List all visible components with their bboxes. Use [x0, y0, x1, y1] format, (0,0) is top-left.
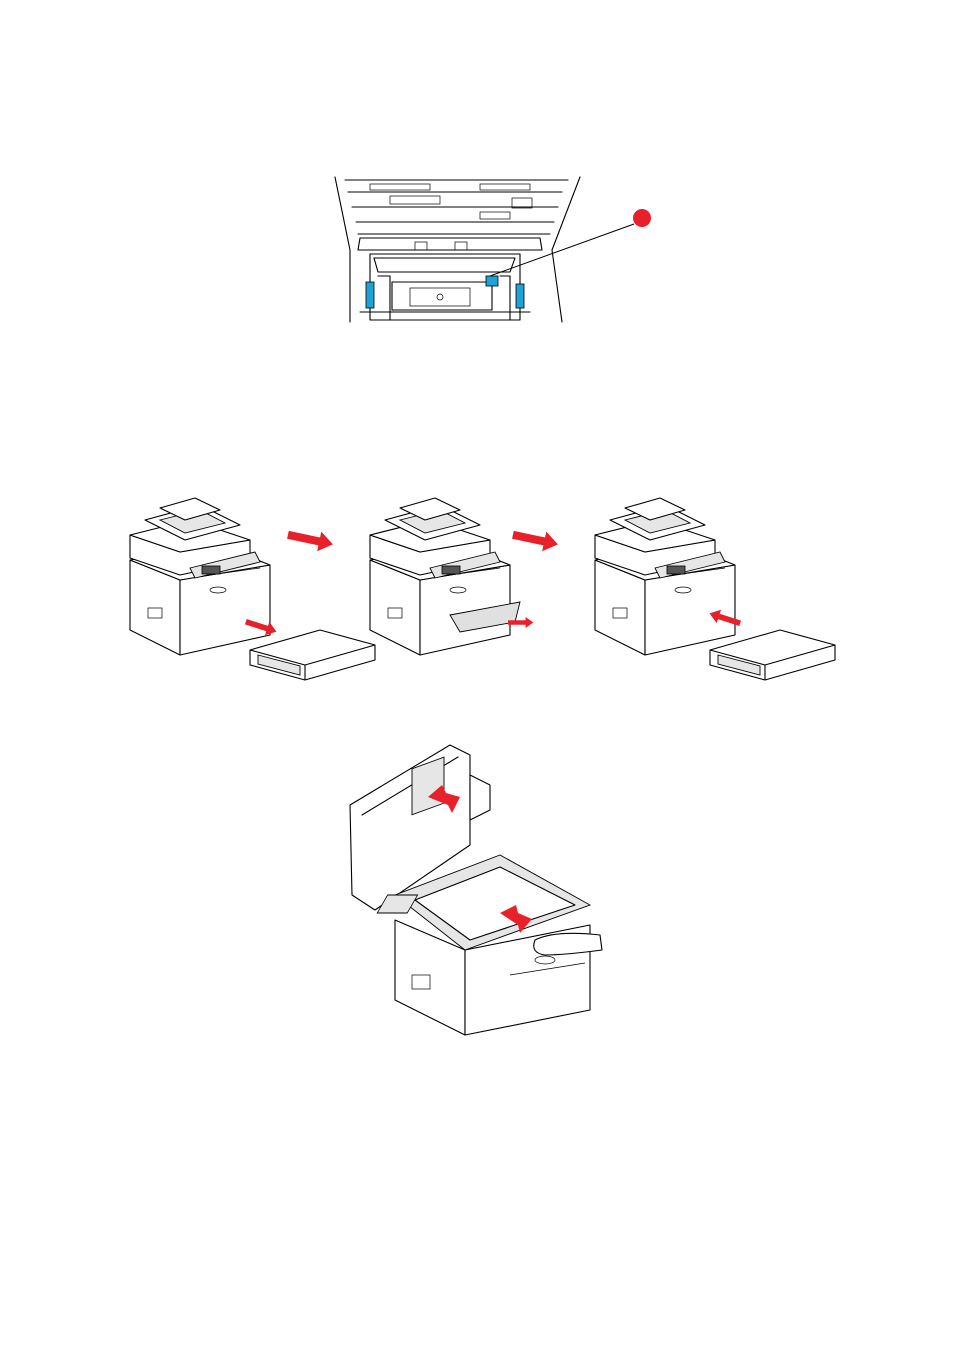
- step-2-remove-paper: [369, 497, 534, 656]
- scanner-open-svg: [349, 744, 603, 1036]
- fuser-illustration-svg: [334, 176, 651, 323]
- step-1-remove-tray: [129, 497, 376, 681]
- hand: [533, 932, 603, 956]
- lid-arrow: [428, 785, 460, 813]
- tray-sequence-illustration: [120, 470, 840, 695]
- bay-arrow: [500, 905, 532, 933]
- callout-marker: [633, 209, 651, 227]
- step-3-insert-tray: [594, 497, 836, 681]
- transition-arrow-1: [285, 525, 335, 555]
- fuser-illustration: [330, 172, 660, 324]
- transition-arrow-2: [510, 525, 560, 555]
- tray-sequence-svg: [129, 497, 836, 681]
- scanner-open-illustration: [340, 735, 605, 1045]
